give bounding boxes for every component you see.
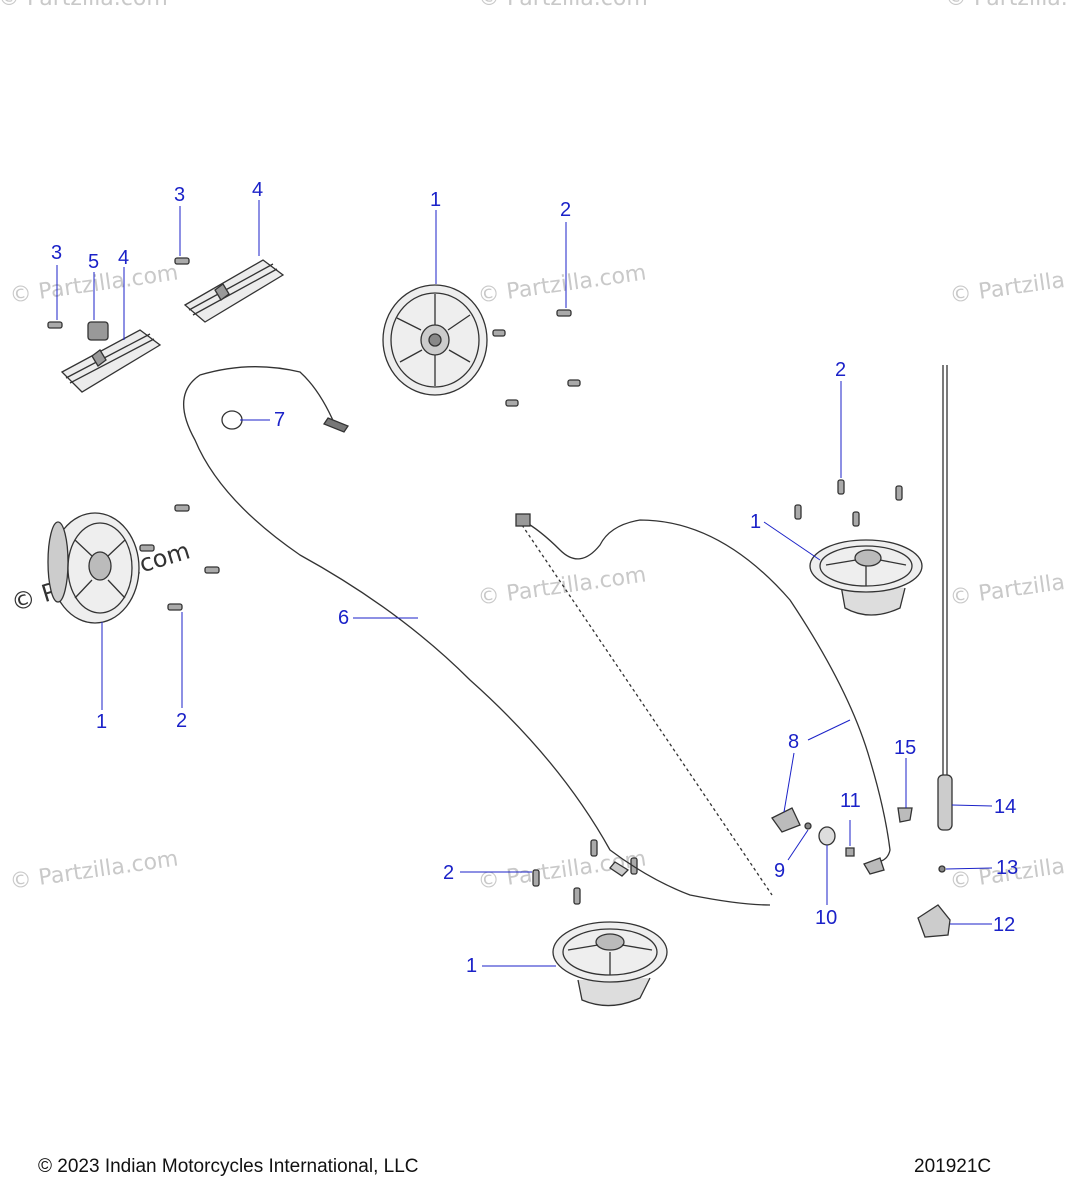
antenna-mast — [937, 365, 953, 831]
callout-15: 15 — [894, 737, 917, 759]
cable-end — [863, 857, 885, 875]
screws — [47, 257, 903, 905]
callout-3: 3 — [174, 184, 186, 206]
callout-4: 4 — [252, 179, 264, 201]
nut — [845, 847, 855, 857]
callout-2: 2 — [443, 862, 455, 884]
footer-copyright: © 2023 Indian Motorcycles International,… — [38, 1156, 419, 1177]
watermark: © Partzilla.com — [478, 0, 648, 11]
callout-1: 1 — [466, 955, 478, 977]
callout-6: 6 — [338, 607, 350, 629]
cable-harness — [182, 366, 771, 906]
washer-small — [804, 822, 812, 830]
callout-9: 9 — [774, 860, 786, 882]
dotted-lead — [521, 524, 773, 896]
clip — [897, 807, 913, 823]
footer-diagram-code: 201921C — [914, 1156, 992, 1177]
callout-8: 8 — [788, 731, 800, 753]
callout-2: 2 — [835, 359, 847, 381]
o-ring — [938, 865, 946, 873]
watermark: © Partzilla.com — [0, 0, 168, 11]
callout-1: 1 — [96, 711, 108, 733]
speaker-grille-left — [47, 512, 140, 624]
amplifier-module-left — [60, 329, 162, 393]
antenna-cap — [917, 904, 951, 938]
callout-2: 2 — [560, 199, 572, 221]
connector — [87, 321, 109, 341]
watermark: © Partzilla.com — [945, 0, 1066, 11]
antenna-cable — [521, 519, 891, 863]
amplifier-module-right — [183, 259, 285, 323]
speaker-right — [809, 539, 923, 616]
callout-2: 2 — [176, 710, 188, 732]
callout-12: 12 — [993, 914, 1016, 936]
speaker-grille-top — [382, 284, 488, 396]
callout-5: 5 — [88, 251, 100, 273]
washer — [818, 826, 836, 846]
antenna-base — [771, 807, 801, 833]
callout-13: 13 — [996, 857, 1019, 879]
callout-14: 14 — [994, 796, 1017, 818]
callout-1: 1 — [430, 189, 442, 211]
callout-1: 1 — [750, 511, 762, 533]
callout-3: 3 — [51, 242, 63, 264]
callout-4: 4 — [118, 247, 130, 269]
speaker-bottom — [552, 921, 668, 1007]
callout-7: 7 — [274, 409, 286, 431]
leader-lines — [56, 200, 993, 967]
callout-11: 11 — [840, 790, 861, 812]
callout-10: 10 — [815, 907, 838, 929]
loop-clip — [221, 410, 243, 430]
